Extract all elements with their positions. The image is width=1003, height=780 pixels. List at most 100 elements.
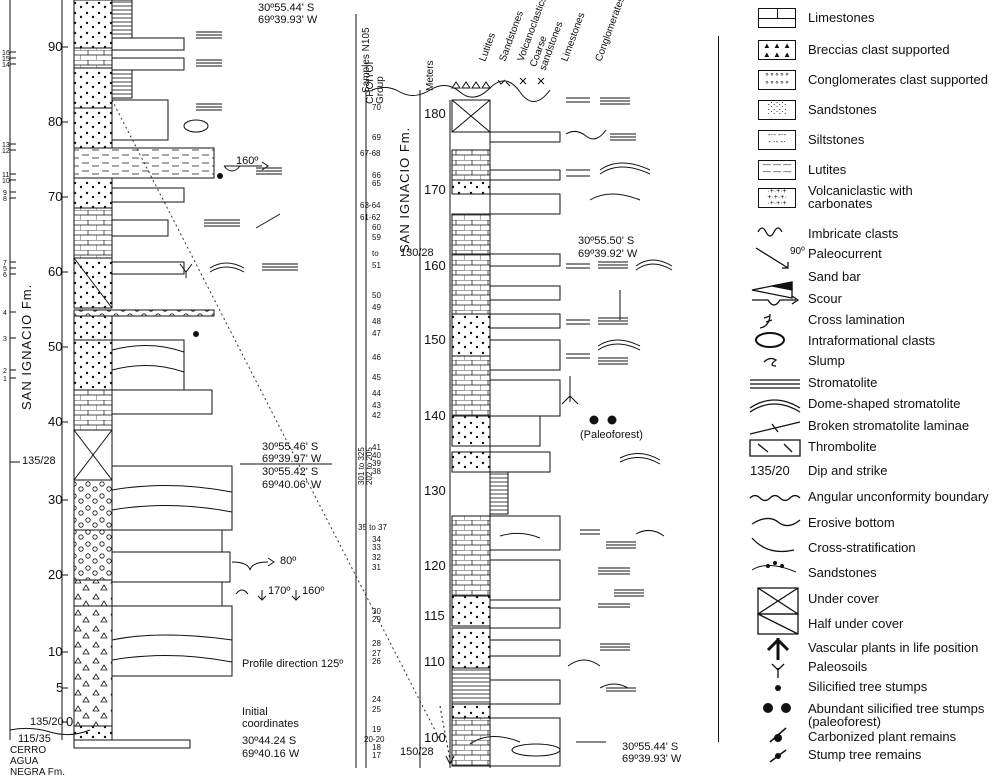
svg-text:27: 27: [372, 649, 381, 658]
svg-text:34: 34: [372, 535, 381, 544]
svg-text:43: 43: [372, 401, 381, 410]
header-group: CHOIYOI Group: [365, 61, 386, 104]
half-cover-icon: [757, 613, 799, 635]
legend-label: Cross lamination: [808, 312, 905, 327]
dip-label-130-28: 130/28: [400, 247, 434, 259]
legend-label: Dip and strike: [808, 463, 888, 478]
breccia-icon: ▲ ▲ ▲▲ ▲ ▲: [758, 40, 796, 60]
dome-symbols: [209, 262, 245, 273]
dip-strike-value: 135/20: [750, 463, 790, 478]
svg-text:9: 9: [3, 190, 7, 197]
svg-text:65: 65: [372, 179, 381, 188]
svg-text:61-62: 61-62: [360, 213, 381, 222]
svg-text:11: 11: [2, 172, 9, 179]
legend-label: Conglomerates clast supported: [808, 72, 988, 87]
paleocurrent-80: 80º: [280, 555, 297, 567]
legend-label: Silicified tree stumps: [808, 679, 928, 694]
legend-label: Erosive bottom: [808, 515, 895, 530]
choiyoi-symbols: [451, 77, 545, 89]
legend-label: Sandstones: [808, 565, 877, 580]
svg-text:19: 19: [372, 725, 381, 734]
svg-text:33: 33: [372, 543, 381, 552]
legend-label: Breccias clast supported: [808, 42, 950, 57]
paleocurrent-170: 170º: [268, 585, 291, 597]
meter-30: 30: [48, 492, 62, 507]
svg-text:49: 49: [372, 303, 381, 312]
meter-80: 80: [48, 114, 62, 129]
coords-right-mid-lat: 30º55.50' S: [578, 235, 635, 247]
legend-divider: [718, 36, 719, 742]
cross-lamination-icon: [759, 313, 773, 329]
svg-text:7: 7: [3, 260, 7, 267]
svg-text:50: 50: [372, 291, 381, 300]
svg-text:3: 3: [3, 336, 7, 343]
meter-10: 10: [48, 644, 62, 659]
svg-text:150: 150: [424, 332, 446, 347]
svg-text:5: 5: [3, 266, 7, 273]
svg-text:41: 41: [372, 443, 381, 452]
legend-label: Stromatolite: [808, 375, 878, 390]
svg-text:100: 100: [424, 730, 446, 745]
svg-text:67-68: 67-68: [360, 149, 381, 158]
left-scale-ticks: [10, 46, 68, 723]
coords-right-bottom-lon: 69º39.93' W: [622, 753, 682, 765]
legend-label: Sand bar: [808, 269, 861, 284]
paleocurrent-160-top: 160º: [236, 155, 259, 167]
legend-label: Imbricate clasts: [808, 226, 899, 241]
svg-text:59: 59: [372, 233, 381, 242]
coords-right-bottom-lat: 30º55.44' S: [622, 741, 679, 753]
coords-top-lat: 30º55.44' S: [258, 2, 315, 14]
legend-label: Angular unconformity boundary: [808, 489, 989, 504]
svg-text:2: 2: [3, 368, 7, 375]
legend: Limestones ▲ ▲ ▲▲ ▲ ▲ Breccias clast sup…: [748, 0, 1003, 768]
svg-text:160: 160: [424, 258, 446, 273]
right-formation-label: SAN IGNACIO Fm.: [397, 126, 412, 253]
legend-label: Lutites: [808, 162, 847, 177]
meter-20: 20: [48, 567, 62, 582]
svg-text:130: 130: [424, 483, 446, 498]
paleocurrent-angle: 90º: [790, 246, 805, 257]
svg-text:24: 24: [372, 695, 381, 704]
svg-text:66: 66: [372, 171, 381, 180]
coords-mid2-lat: 30º55.42' S: [262, 466, 319, 478]
under-cover-icon: [757, 587, 799, 615]
svg-text:110: 110: [424, 654, 445, 669]
svg-text:69: 69: [372, 133, 381, 142]
meter-50: 50: [48, 339, 62, 354]
legend-label: Sandstones: [808, 102, 877, 117]
svg-text:20-20: 20-20: [364, 735, 385, 744]
meter-90: 90: [48, 39, 62, 54]
legend-label: Intraformational clasts: [808, 333, 936, 348]
stump-dot: [607, 415, 617, 425]
legend-label: Limestones: [808, 10, 875, 25]
svg-text:47: 47: [372, 329, 381, 338]
svg-text:115: 115: [424, 608, 445, 623]
dip-label-150-28: 150/28: [400, 746, 434, 758]
dip-label-135-20: 135/20: [30, 716, 64, 728]
legend-label: Half under cover: [808, 616, 904, 631]
stromatolite-symbols: [196, 31, 298, 271]
paleocurrent-160: 160º: [302, 585, 325, 597]
broken-stromatolite-icon: [749, 421, 801, 435]
slump-icon: [763, 357, 778, 367]
legend-item: — — —— — — Lutites: [748, 160, 1003, 180]
scour-icon: [752, 295, 800, 306]
legend-label: Volcaniclastic with carbonates: [808, 183, 913, 211]
legend-symbols: [749, 227, 801, 763]
svg-text:12: 12: [2, 148, 10, 155]
svg-text:180: 180: [424, 106, 446, 121]
legend-label: Carbonized plant remains: [808, 729, 957, 744]
svg-text:15: 15: [2, 56, 10, 63]
legend-label: Dome-shaped stromatolite: [808, 396, 961, 411]
left-meter-labels: 90 80 70 60 50 40 30 20 10 5 0: [48, 39, 73, 729]
svg-text:to: to: [372, 249, 379, 258]
legend-item: ·+·+·++·+·+··+·+·+ Volcaniclastic with c…: [748, 184, 1003, 210]
svg-text:8: 8: [3, 196, 7, 203]
svg-text:170: 170: [424, 182, 446, 197]
paleoforest-label: (Paleoforest): [580, 429, 643, 441]
intraformational-icon: [755, 332, 785, 348]
svg-text:120: 120: [424, 558, 446, 573]
legend-label: Stump tree remains: [808, 747, 922, 762]
